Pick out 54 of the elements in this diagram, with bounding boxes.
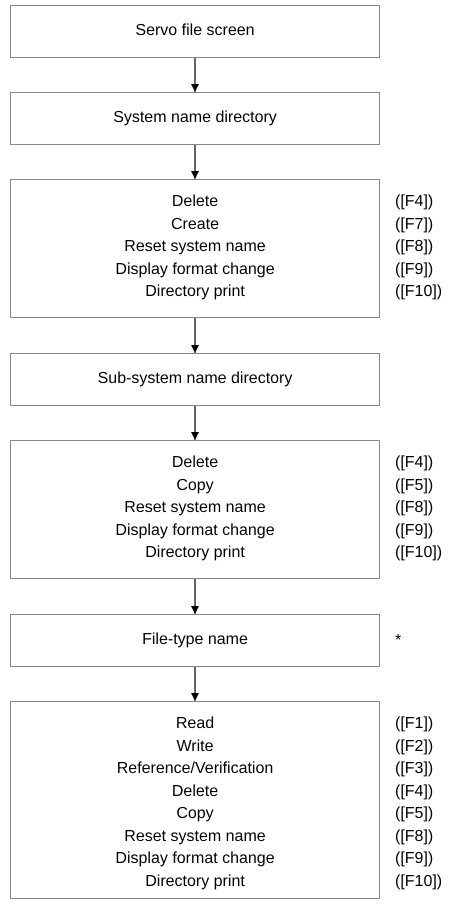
arrow [191, 145, 199, 179]
process-box [10, 701, 380, 899]
menu-item: Copy [176, 476, 214, 496]
box-title: Servo file screen [135, 21, 255, 42]
function-key-label: ([F4]) [395, 782, 434, 802]
menu-item: Create [170, 214, 220, 234]
process-box [10, 92, 380, 145]
function-key-label: ([F9]) [395, 849, 434, 869]
function-key-label: ([F4]) [395, 453, 434, 473]
process-box [10, 5, 380, 58]
menu-item: Display format change [115, 260, 275, 280]
process-box [10, 614, 380, 667]
menu-item: Delete [172, 453, 218, 473]
function-key-label: ([F8]) [395, 826, 434, 846]
menu-item: Delete [172, 782, 218, 802]
function-key-label: ([F8]) [395, 498, 434, 518]
function-key-label: ([F10]) [395, 543, 442, 563]
box-title: File-type name [142, 630, 248, 650]
function-key-label: ([F3]) [395, 759, 434, 779]
function-key-label: ([F7]) [395, 214, 434, 234]
menu-item: Reset system name [124, 826, 266, 846]
function-key-label: ([F4]) [395, 192, 434, 212]
function-key-label: ([F8]) [395, 237, 434, 257]
function-key-label: ([F9]) [395, 260, 434, 280]
function-key-label: ([F9]) [395, 520, 434, 540]
function-key-label: ([F5]) [395, 476, 434, 496]
arrow [191, 406, 199, 440]
note-mark: * [395, 631, 402, 651]
function-key-label: ([F1]) [395, 714, 434, 734]
function-key-label: ([F5]) [395, 804, 434, 824]
menu-item: Display format change [115, 520, 275, 540]
function-key-label: ([F10]) [395, 282, 442, 302]
process-box [10, 440, 380, 579]
function-key-label: ([F10]) [395, 872, 442, 892]
menu-item: Directory print [145, 282, 245, 302]
arrow [191, 58, 199, 92]
function-key-label: ([F2]) [395, 736, 434, 756]
menu-item: Reset system name [124, 237, 266, 257]
arrow [191, 667, 199, 701]
menu-item: Display format change [115, 849, 275, 869]
menu-item: Directory print [145, 872, 245, 892]
menu-item: Reference/Verification [116, 759, 274, 779]
arrow [191, 318, 199, 353]
menu-item: Directory print [145, 543, 245, 563]
menu-item: Delete [172, 192, 218, 212]
box-title: System name directory [113, 108, 277, 128]
process-box [10, 353, 380, 406]
arrow [191, 579, 199, 614]
menu-item: Reset system name [124, 498, 266, 518]
box-title: Sub-system name directory [98, 369, 292, 390]
process-box [10, 179, 380, 318]
menu-item: Write [176, 736, 214, 756]
menu-item: Read [176, 714, 214, 734]
menu-item: Copy [176, 804, 214, 824]
